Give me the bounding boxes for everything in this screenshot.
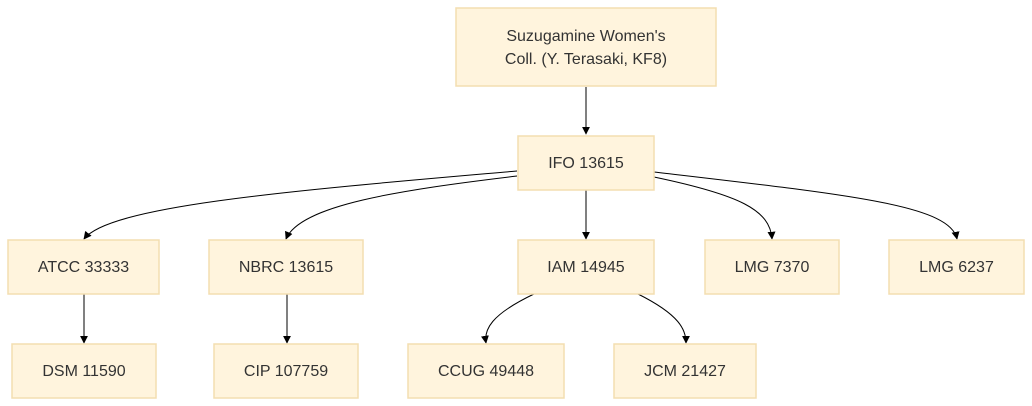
node-iam: IAM 14945 <box>517 239 655 295</box>
node-label-line-1: Suzugamine Women's <box>506 28 665 45</box>
node-lmg7370: LMG 7370 <box>704 239 840 295</box>
node-box <box>704 239 840 295</box>
node-label: JCM 21427 <box>644 363 726 380</box>
edge-ifo-to-atcc <box>83 170 518 240</box>
node-box <box>208 239 364 295</box>
node-box <box>517 135 655 191</box>
edge-ifo-to-lmg7370 <box>653 176 776 240</box>
node-cip: CIP 107759 <box>213 343 359 399</box>
node-ccug: CCUG 49448 <box>407 343 565 399</box>
node-label: CIP 107759 <box>244 363 328 380</box>
nodes-group: Suzugamine Women's Coll. (Y. Terasaki, K… <box>7 7 1025 399</box>
node-jcm: JCM 21427 <box>613 343 757 399</box>
node-label-line-2: Coll. (Y. Terasaki, KF8) <box>505 51 667 68</box>
node-nbrc: NBRC 13615 <box>208 239 364 295</box>
node-box <box>517 239 655 295</box>
node-box <box>455 7 717 87</box>
edge-iam-to-jcm <box>637 293 690 344</box>
node-lmg6237: LMG 6237 <box>888 239 1025 295</box>
node-label: ATCC 33333 <box>38 259 129 276</box>
node-box <box>213 343 359 399</box>
node-label: IAM 14945 <box>547 259 624 276</box>
node-label: DSM 11590 <box>42 363 125 380</box>
node-box <box>888 239 1025 295</box>
node-box <box>407 343 565 399</box>
node-box <box>613 343 757 399</box>
node-label: LMG 7370 <box>735 259 810 276</box>
node-dsm: DSM 11590 <box>11 343 157 399</box>
node-box <box>11 343 157 399</box>
node-label: IFO 13615 <box>548 155 624 172</box>
edges-group <box>80 87 960 344</box>
edge-ifo-to-nbrc <box>285 175 518 240</box>
node-root: Suzugamine Women's Coll. (Y. Terasaki, K… <box>455 7 717 87</box>
node-label: LMG 6237 <box>919 259 994 276</box>
node-atcc: ATCC 33333 <box>7 239 160 295</box>
node-box <box>7 239 160 295</box>
node-label: NBRC 13615 <box>239 259 333 276</box>
node-label: CCUG 49448 <box>438 363 534 380</box>
edge-ifo-to-lmg6237 <box>653 171 960 240</box>
edge-iam-to-ccug <box>480 293 535 344</box>
node-ifo: IFO 13615 <box>517 135 655 191</box>
